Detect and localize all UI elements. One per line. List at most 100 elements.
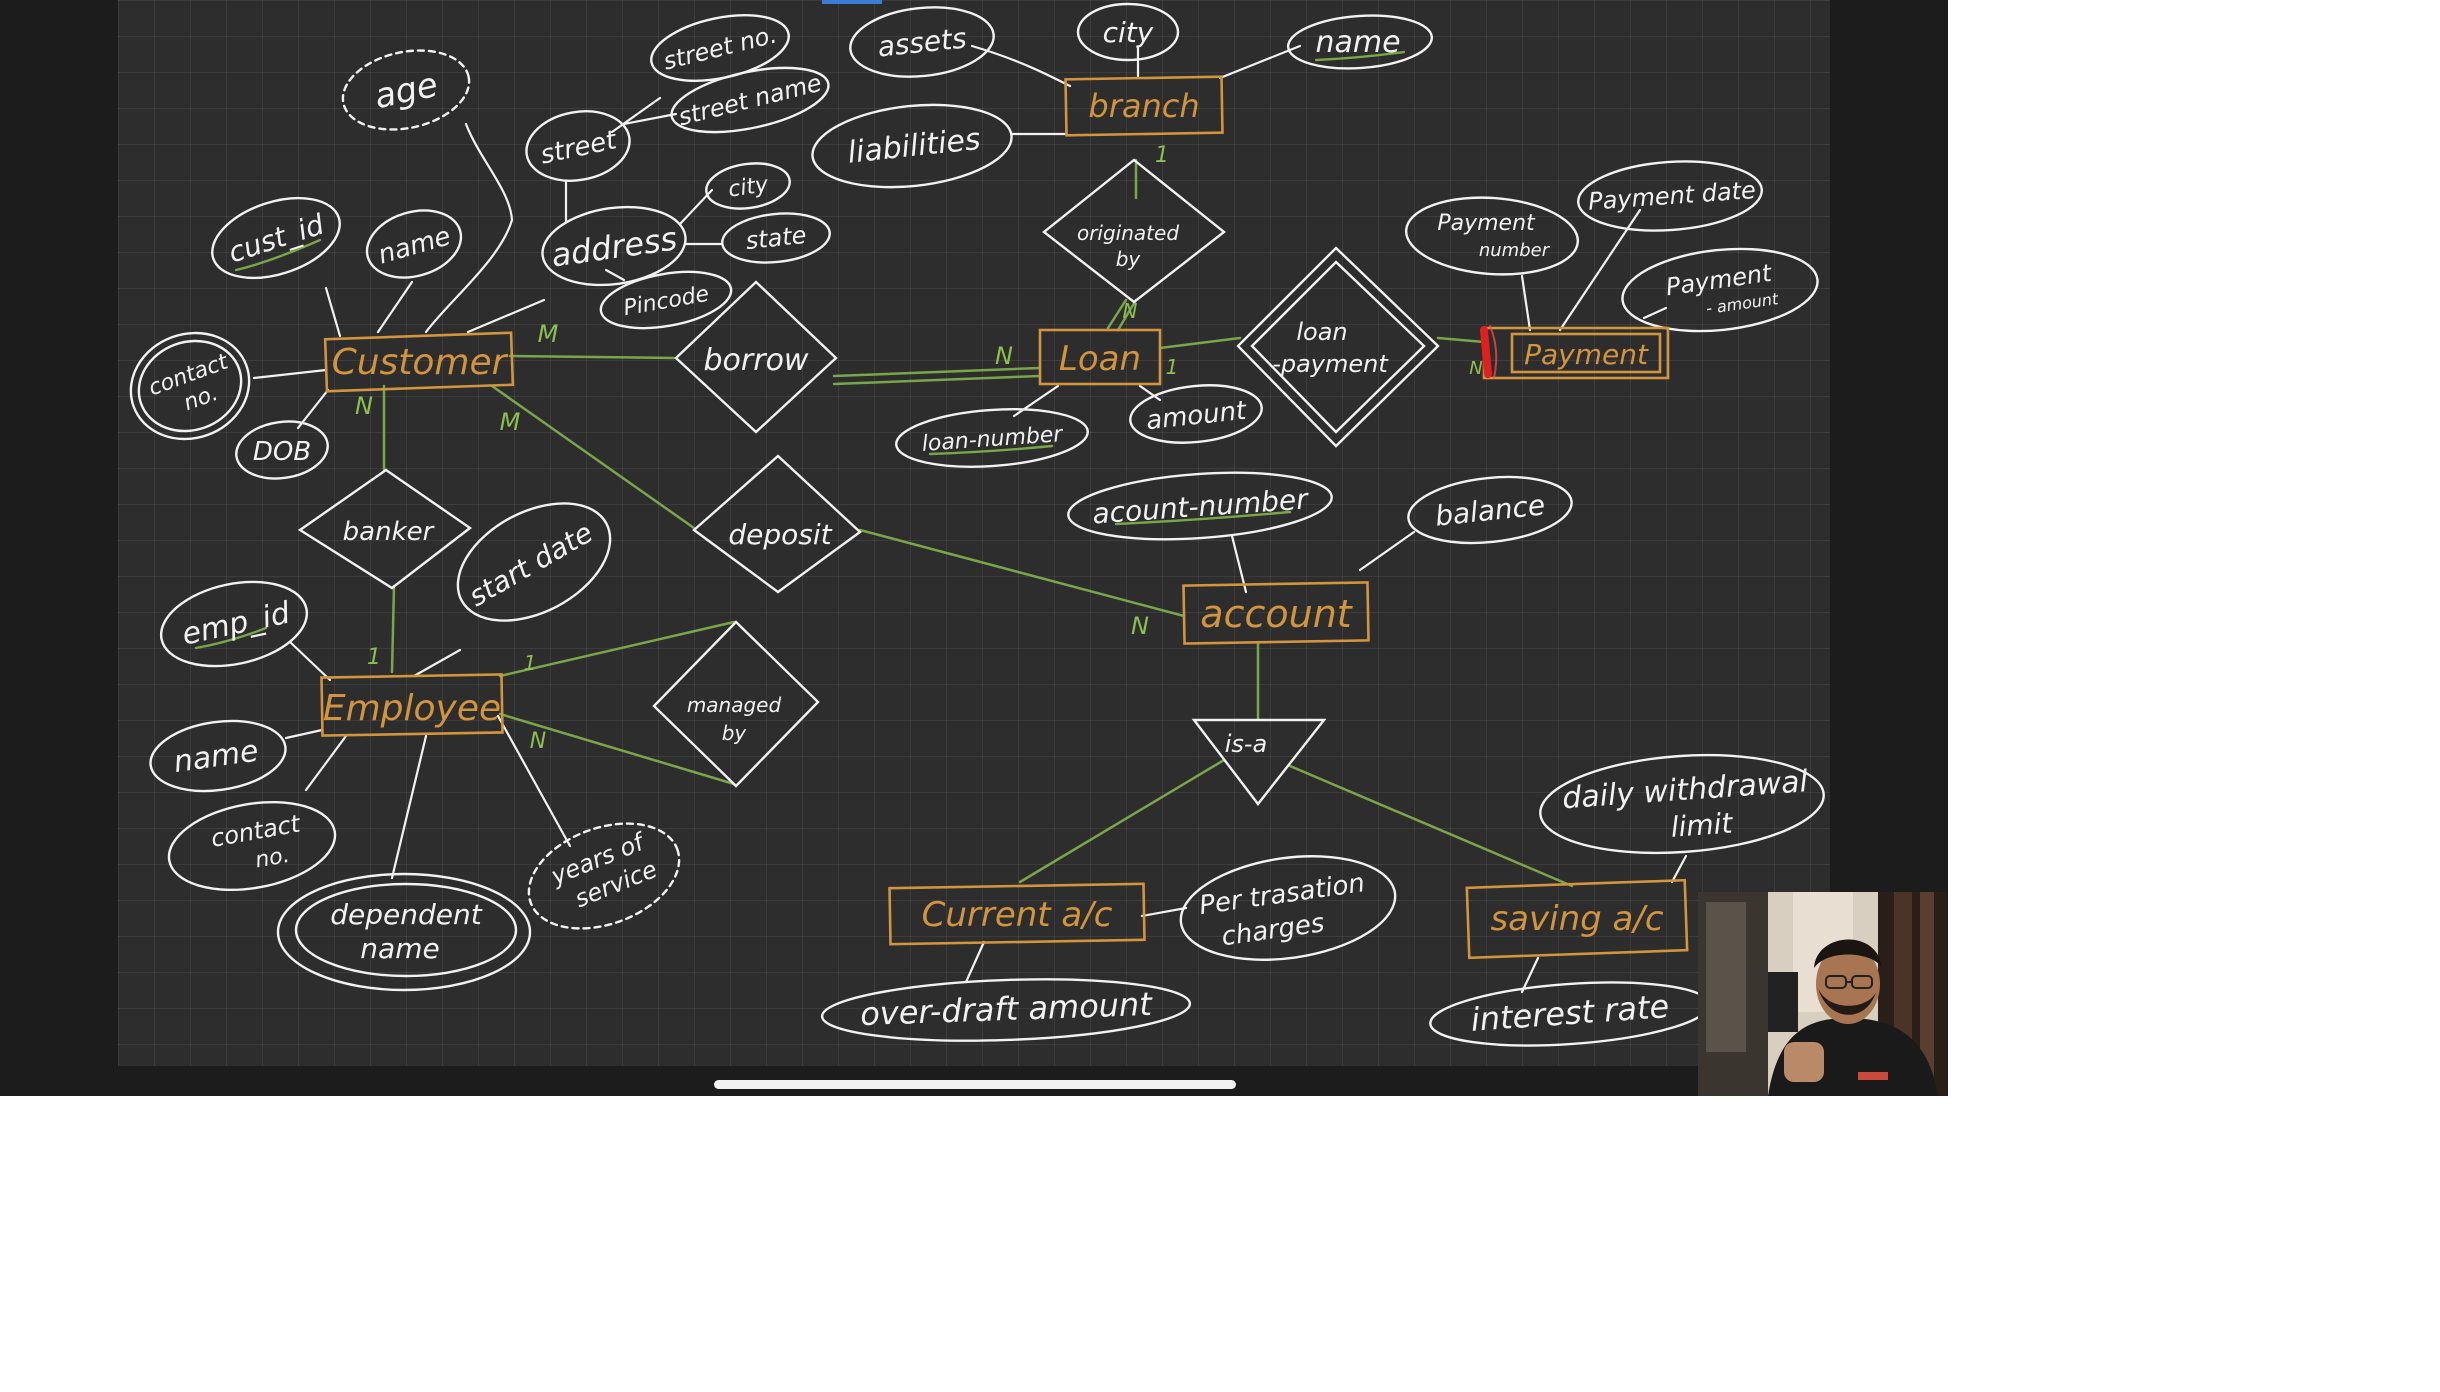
attr-dependent-name-line2: name [360,932,439,965]
rel-managed-by-line1: managed [687,693,782,717]
attr-age [341,49,471,131]
card-deposit-account: N [1131,612,1149,640]
home-indicator[interactable] [714,1080,1236,1089]
rel-managed-by-shape [652,620,820,788]
key-underlines [194,50,1406,650]
card-borrow-loan: N [995,342,1013,370]
entity-payment-inner [1510,332,1662,374]
attr-daily-withdrawal-limit [1539,753,1825,855]
attr-branch-name [1286,14,1434,70]
attr-assets-label: assets [876,21,968,63]
attr-city-addr-label: city [727,172,771,202]
entity-current-shape [888,882,1146,946]
card-customer-borrow: M [538,320,559,348]
relationship-connectors [382,158,1574,888]
attr-branch-city [1076,2,1180,62]
entity-loan: Loan [1059,339,1141,379]
cardinality-labels: M N 1 N 1 N N M N 1 1 N [355,143,1483,754]
attr-address-label: address [549,219,679,274]
rel-originated-by-line1: originated [1077,221,1179,245]
attr-balance-label: balance [1434,488,1547,532]
entity-employee-shape [320,673,504,737]
entity-saving-account: saving a/c [1490,899,1663,939]
entity-customer-shape [323,331,515,393]
rel-loan-payment-line1: loan [1296,318,1347,346]
webcam-overlay [1698,892,1948,1096]
attr-emp-id-label: emp_id [179,595,294,652]
attr-payment-amount [1621,247,1819,333]
attr-state-label: state [744,221,807,255]
attr-pincode [599,270,733,330]
attr-street-name-label: street name [676,69,825,132]
rel-is-a-shape [1191,718,1327,806]
attr-employee-name-label: name [172,734,261,780]
entity-loan-shape [1038,328,1162,386]
attr-daily-withdrawal-line1: daily withdrawal [1561,764,1810,816]
attr-address [541,205,687,287]
attr-liabilities-label: liabilities [846,122,982,171]
entity-saving-shape [1465,878,1689,960]
highlight-mark [1480,326,1492,378]
rel-borrow: borrow [704,343,809,378]
rel-deposit: deposit [728,518,832,551]
rel-banker-shape [297,468,473,590]
attr-customer-name-label: name [375,221,454,270]
attr-dependent-name-outer [276,872,532,992]
entity-account: account [1200,592,1353,636]
attr-assets [849,6,995,78]
attr-loan-number [895,408,1089,468]
attr-cust-id [211,196,341,280]
attr-payment-number [1404,196,1580,276]
entity-labels: branch Customer Loan Payment account Emp… [323,87,1664,939]
attr-overdraft-amount-label: over-draft amount [860,985,1154,1033]
attr-contact-no-inner [137,339,243,433]
entity-customer: Customer [332,342,509,383]
entity-employee: Employee [323,688,501,729]
entity-branch: branch [1088,87,1199,125]
attr-dependent-name-inner [294,882,518,978]
card-originated-loan: N [1123,299,1138,323]
rel-loan-payment-inner [1250,260,1426,434]
top-marker [822,0,882,4]
attr-city-addr [705,162,791,210]
attr-amount [1129,384,1263,444]
attr-street-label: street [538,125,620,170]
attr-start-date-label: start date [463,516,598,613]
attr-employee-contact [167,800,337,892]
rel-loan-payment-line2: -payment [1272,350,1389,378]
attr-dependent-name-line1: dependent [330,898,482,931]
attr-account-number [1067,471,1333,541]
whiteboard-screen: branch Customer Loan Payment account Emp… [0,0,1948,1096]
attr-liabilities [811,103,1013,189]
rel-is-a: is-a [1225,730,1268,758]
rel-deposit-shape [692,454,862,594]
attr-start-date [456,502,612,622]
card-employee-managed-n: N [530,729,546,754]
attr-employee-contact-line1: contact [209,809,304,852]
er-diagram: branch Customer Loan Payment account Emp… [129,2,1825,1047]
attr-loan-number-label: loan-number [921,422,1065,457]
attr-account-number-label: acount-number [1091,482,1310,530]
attr-payment-number-line1: Payment [1437,211,1536,236]
attr-interest-rate-label: interest rate [1470,987,1671,1039]
attr-dob-label: DOB [253,437,311,467]
attr-per-transaction-charges [1179,855,1397,961]
whiteboard-canvas [118,0,1830,1066]
attr-payment-number-line2: number [1479,240,1551,261]
attr-street [525,110,631,182]
entity-current-account: Current a/c [922,895,1113,935]
attr-amount-label: amount [1145,396,1249,436]
card-banker-employee: 1 [367,645,381,670]
attr-branch-name-label: name [1315,25,1400,60]
relationship-labels: borrow originated by loan -payment depos… [343,221,1390,758]
card-branch-originated: 1 [1155,143,1169,168]
card-loan-loanpayment: 1 [1166,355,1179,379]
attr-employee-name [149,719,287,793]
attribute-shapes [129,2,1825,1047]
attr-years-of-service [527,822,681,930]
card-customer-deposit: M [500,408,521,436]
entity-branch-shape [1064,75,1224,137]
attr-emp-id [159,580,309,668]
card-customer-banker: N [355,392,373,420]
attr-street-no-label: street no. [660,20,779,75]
